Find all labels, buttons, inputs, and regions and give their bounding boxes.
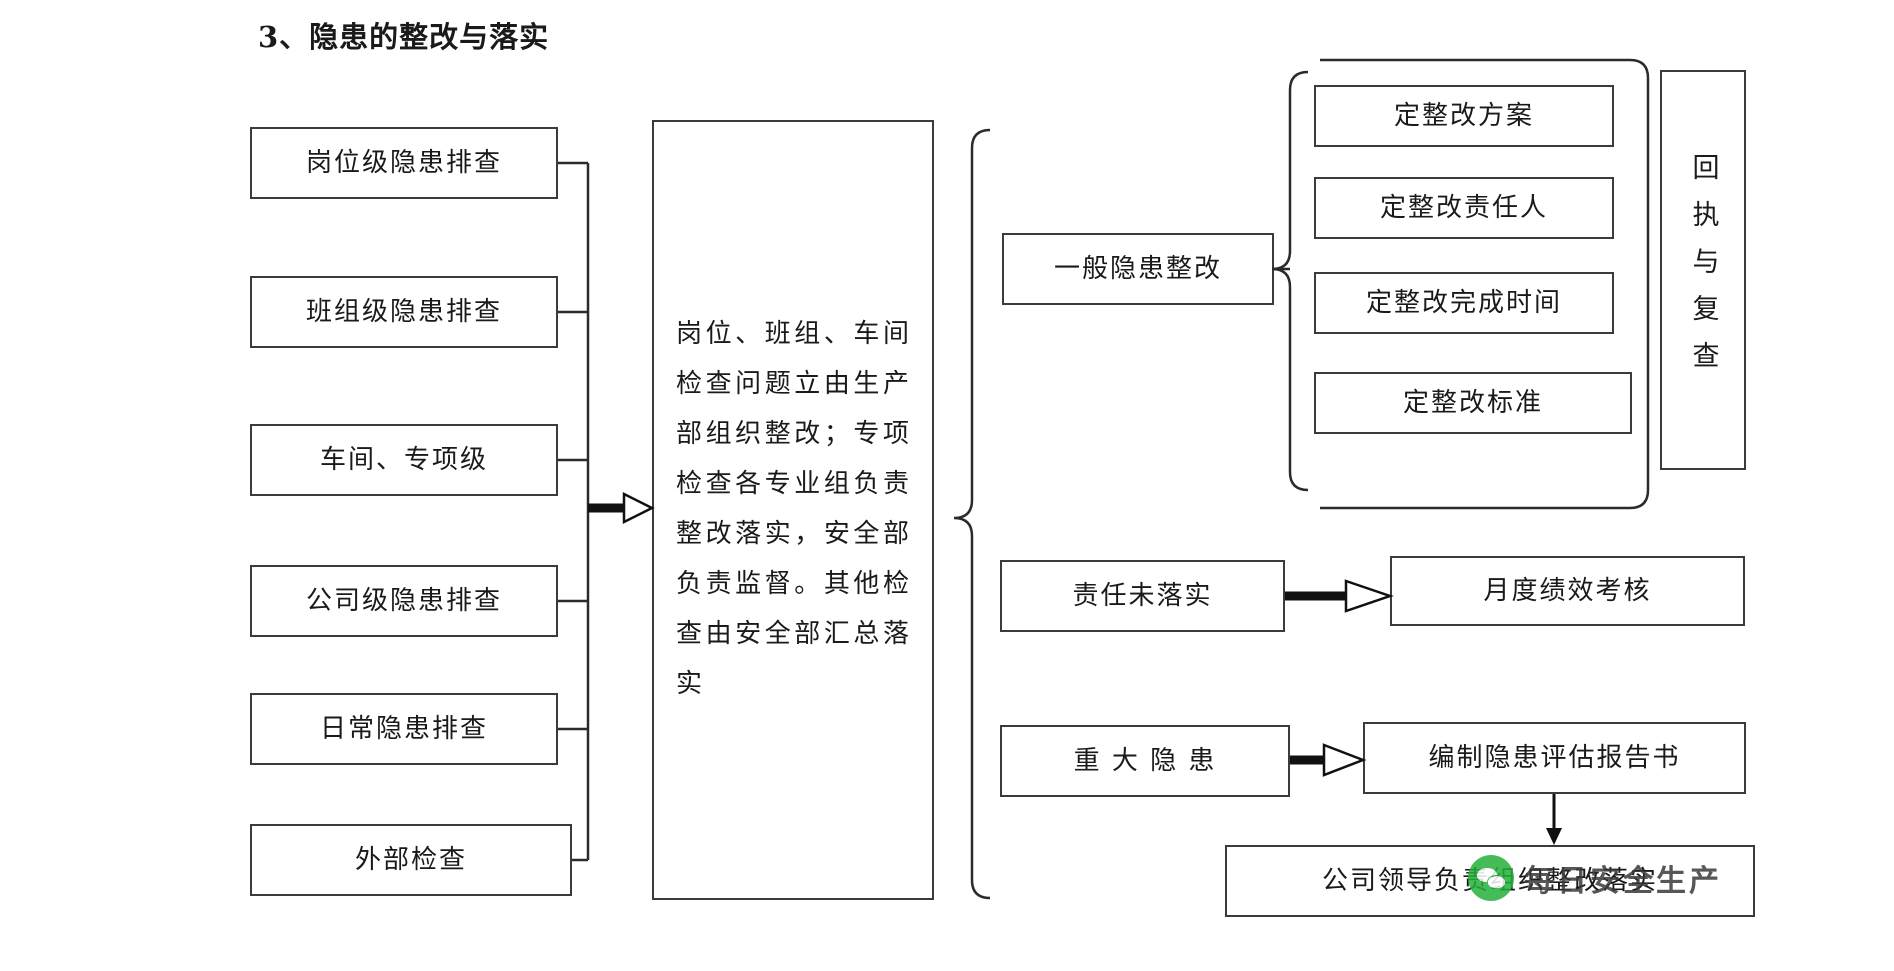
watermark: 每日安全生产: [1468, 855, 1722, 901]
general-sub-item-0-label: 定整改方案: [1393, 100, 1534, 131]
left-item-5-label: 外部检查: [354, 844, 467, 875]
left-item-0[interactable]: 岗位级隐患排查: [250, 127, 558, 199]
arrow-report-to-leader: [1546, 794, 1562, 845]
general-sub-item-1-label: 定整改责任人: [1379, 192, 1548, 223]
arrow-left-to-center: [588, 491, 655, 525]
monthly-performance-review-label: 月度绩效考核: [1483, 575, 1652, 606]
general-sub-item-2-label: 定整改完成时间: [1365, 287, 1562, 318]
responsibility-not-implemented-label: 责任未落实: [1072, 580, 1213, 611]
general-sub-item-0[interactable]: 定整改方案: [1314, 85, 1614, 147]
monthly-performance-review-box[interactable]: 月度绩效考核: [1390, 556, 1745, 626]
major-hazard-box[interactable]: 重 大 隐 患: [1000, 725, 1290, 797]
arrow-row1: [1285, 579, 1394, 613]
hazard-assessment-report-box[interactable]: 编制隐患评估报告书: [1363, 722, 1746, 794]
general-rectification-box[interactable]: 一般隐患整改: [1002, 233, 1274, 305]
center-process-box[interactable]: 岗位、班组、车间检查问题立由生产部组织整改；专项检查各专业组负责整改落实，安全部…: [652, 120, 934, 900]
major-hazard-label: 重 大 隐 患: [1073, 745, 1217, 776]
general-sub-item-2[interactable]: 定整改完成时间: [1314, 272, 1614, 334]
general-sub-item-3-label: 定整改标准: [1402, 387, 1543, 418]
watermark-text: 每日安全生产: [1524, 864, 1722, 899]
left-item-4-label: 日常隐患排查: [319, 713, 488, 744]
wechat-logo-icon: [1468, 855, 1514, 901]
page-title: 3、隐患的整改与落实: [258, 20, 550, 54]
connector-center-right-brace: [953, 128, 991, 900]
responsibility-not-implemented-box[interactable]: 责任未落实: [1000, 560, 1285, 632]
left-item-1[interactable]: 班组级隐患排查: [250, 276, 558, 348]
receipt-review-label: 回执与复查: [1687, 152, 1719, 388]
left-item-2-label: 车间、专项级: [319, 444, 488, 475]
left-item-1-label: 班组级隐患排查: [305, 296, 502, 327]
left-item-2[interactable]: 车间、专项级: [250, 424, 558, 496]
left-item-3[interactable]: 公司级隐患排查: [250, 565, 558, 637]
connector-general-sub-brace: [1271, 70, 1309, 492]
left-item-5[interactable]: 外部检查: [250, 824, 572, 896]
general-rectification-label: 一般隐患整改: [1053, 253, 1222, 284]
left-item-0-label: 岗位级隐患排查: [305, 147, 502, 178]
center-process-text: 岗位、班组、车间检查问题立由生产部组织整改；专项检查各专业组负责整改落实，安全部…: [676, 319, 910, 699]
hazard-assessment-report-label: 编制隐患评估报告书: [1428, 742, 1681, 773]
general-sub-item-3[interactable]: 定整改标准: [1314, 372, 1632, 434]
left-item-4[interactable]: 日常隐患排查: [250, 693, 558, 765]
left-item-3-label: 公司级隐患排查: [305, 585, 502, 616]
arrow-row2: [1290, 743, 1367, 777]
receipt-review-box[interactable]: 回执与复查: [1660, 70, 1746, 470]
general-sub-item-1[interactable]: 定整改责任人: [1314, 177, 1614, 239]
